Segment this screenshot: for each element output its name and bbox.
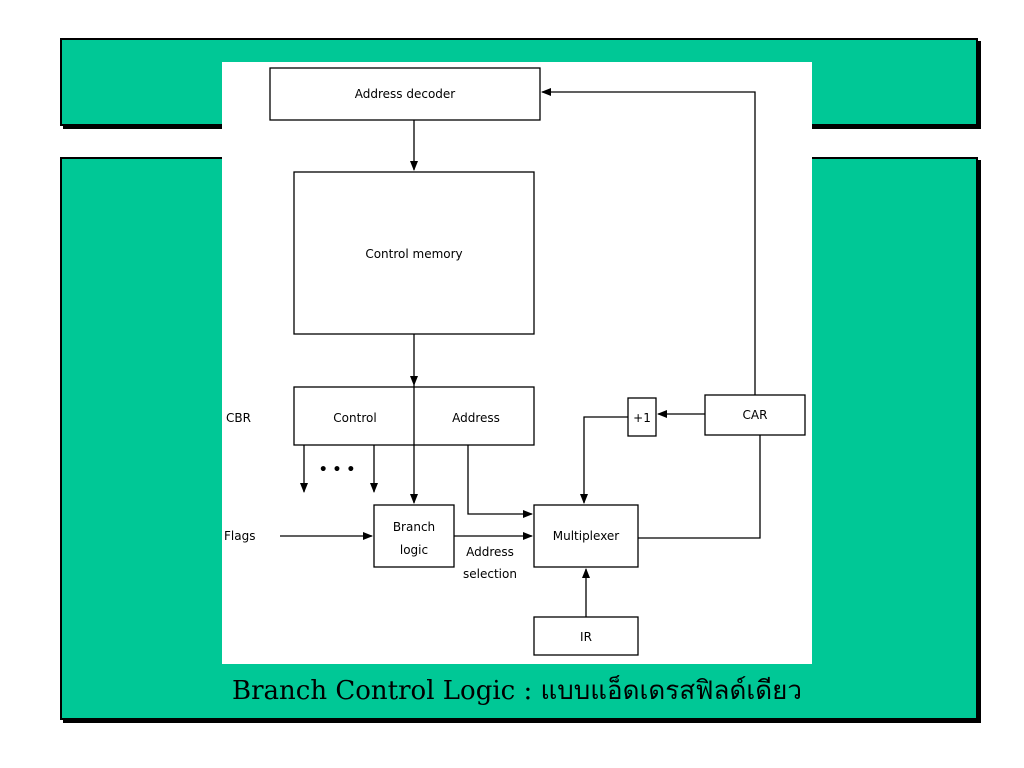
diagram-figure: Address decoder Control memory CBR Contr… [222, 62, 812, 664]
ir-label: IR [580, 630, 592, 644]
branch-logic-block [373, 504, 455, 568]
address-selection-label-2: selection [463, 567, 517, 581]
branch-logic-label-1: Branch [393, 520, 435, 534]
arrow-car-to-decoder [541, 88, 756, 395]
multiplexer-block [533, 504, 639, 568]
multiplexer-label: Multiplexer [553, 529, 620, 543]
arrow-plus-one-to-mux [580, 416, 628, 504]
ellipsis-label: • • • [319, 462, 356, 478]
control-memory-label: Control memory [365, 247, 462, 261]
figure-caption: Branch Control Logic : แบบแอ็ดเดรสฟิลด์เ… [232, 676, 802, 706]
control-memory-block [293, 171, 535, 335]
car-label: CAR [743, 408, 768, 422]
ir-block [533, 616, 639, 656]
car-block [704, 394, 806, 436]
address-decoder-label: Address decoder [355, 87, 456, 101]
arrow-cbr-address-to-mux [467, 445, 533, 518]
plus-one-label: +1 [633, 411, 651, 425]
branch-logic-label-2: logic [400, 543, 428, 557]
address-selection-label-1: Address [466, 545, 514, 559]
cbr-control-label: Control [333, 411, 376, 425]
address-decoder-block [269, 67, 541, 121]
flags-label: Flags [224, 529, 255, 543]
line-mux-to-car [638, 435, 761, 539]
cbr-label: CBR [226, 411, 251, 425]
cbr-address-label: Address [452, 411, 500, 425]
branch-control-diagram: Address decoder Control memory CBR Contr… [224, 67, 806, 656]
